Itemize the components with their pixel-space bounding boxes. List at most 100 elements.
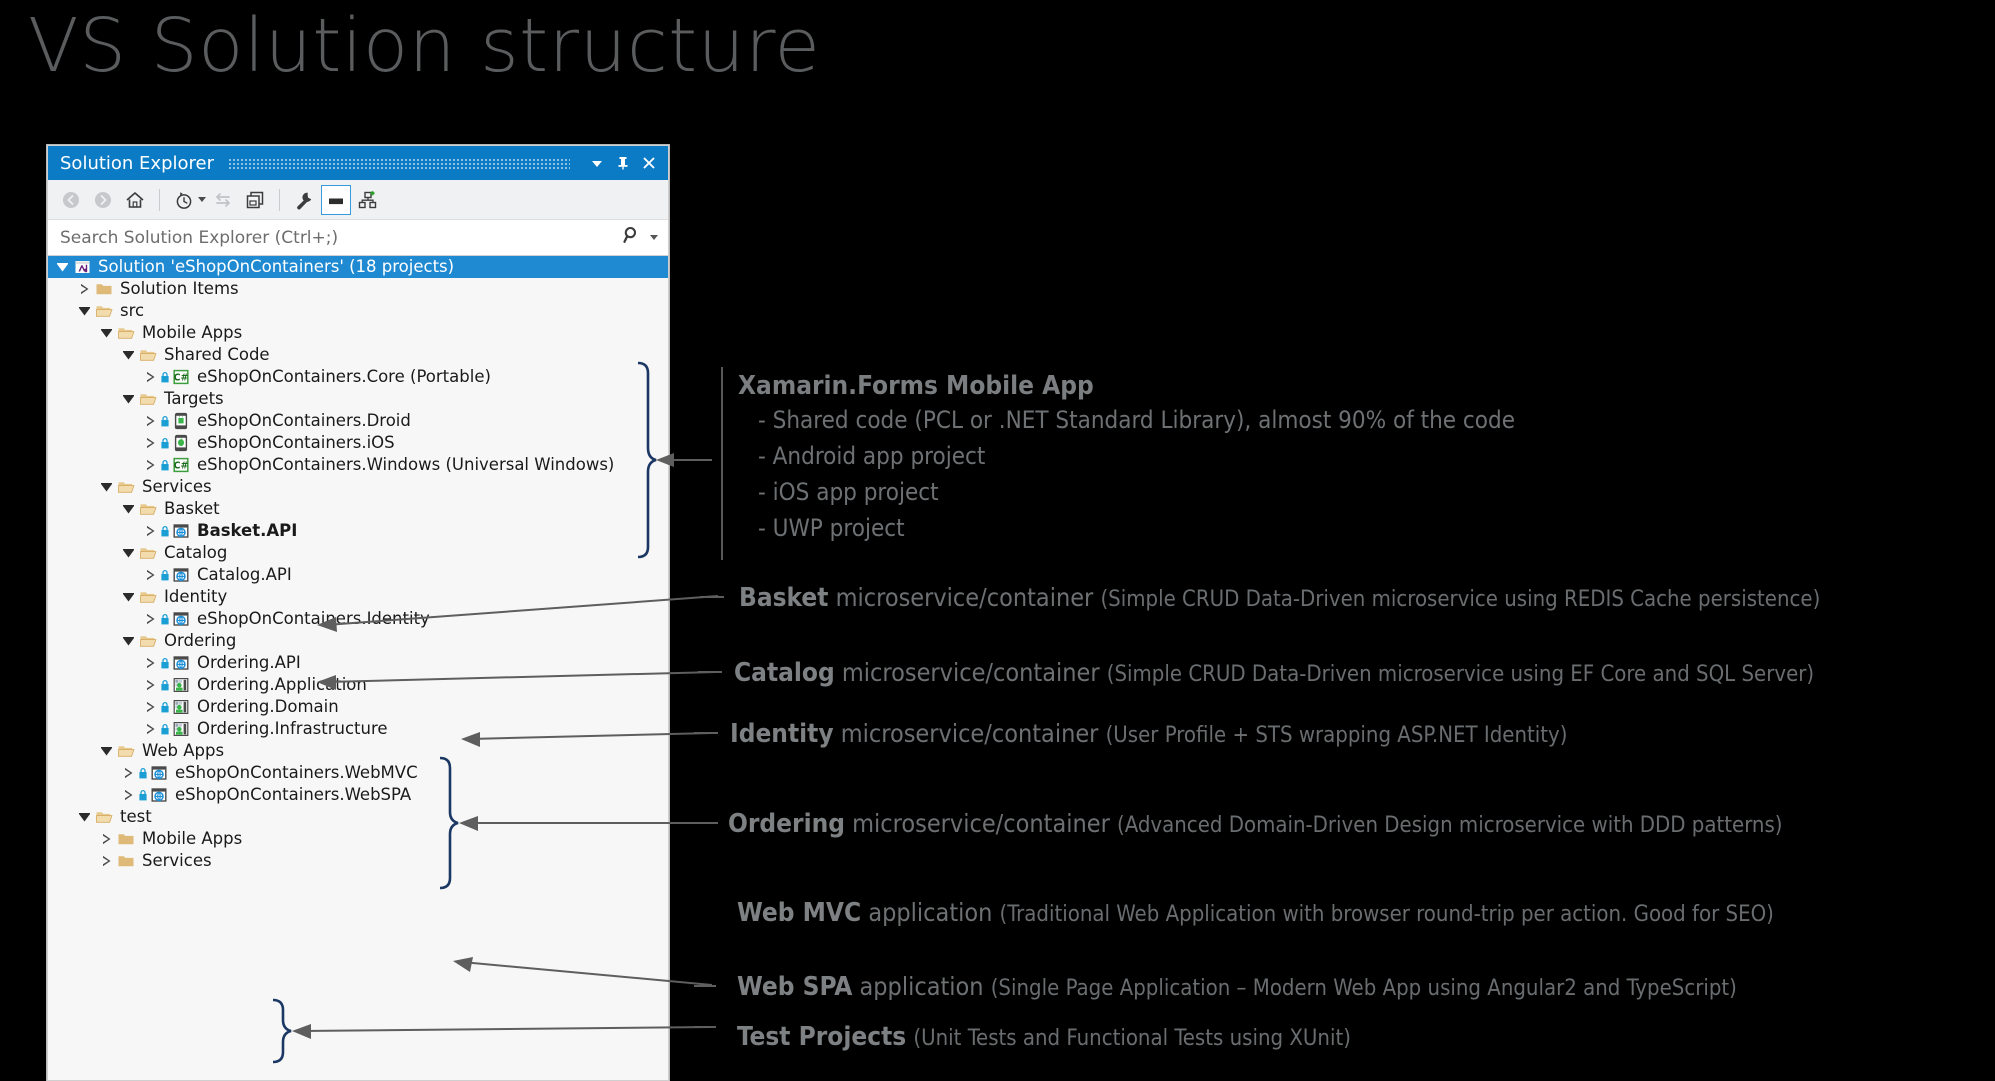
chevron-right-icon[interactable] [142,460,159,471]
tree-item-label: Basket [164,498,220,518]
tree-item[interactable]: Shared Code [48,344,668,366]
chevron-down-icon[interactable] [120,395,137,404]
chevron-down-icon[interactable] [120,593,137,602]
annotation-xamarin-bullet-0: - Shared code (PCL or .NET Standard Libr… [758,405,1516,434]
tree-item[interactable]: eShopOnContainers.iOS [48,432,668,454]
tree-item[interactable]: Ordering [48,630,668,652]
tree-item[interactable]: eShopOnContainers.WebMVC [48,762,668,784]
chevron-down-icon[interactable] [98,483,115,492]
pending-changes-icon[interactable] [169,185,199,215]
tree-item[interactable]: test [48,806,668,828]
tree-item[interactable]: eShopOnContainers.Identity [48,608,668,630]
collapse-icon[interactable] [321,184,351,215]
chevron-right-icon[interactable] [142,658,159,669]
chevron-right-icon[interactable] [142,680,159,691]
wrench-icon[interactable] [289,185,319,215]
tree-item[interactable]: Mobile Apps [48,828,668,850]
annotation-row-catalog: Catalog microservice/container (Simple C… [734,658,1814,688]
chevron-down-icon[interactable] [120,351,137,360]
chevron-right-icon[interactable] [76,284,93,295]
annotation-paren: (Unit Tests and Functional Tests using X… [913,1026,1351,1051]
sync-icon[interactable] [208,185,238,215]
tree-item[interactable]: Solution Items [48,278,668,300]
tree-item-label: Basket.API [197,520,298,540]
chevron-down-icon[interactable] [584,150,610,176]
folder-open-icon [93,808,115,826]
chevron-down-icon[interactable] [76,307,93,316]
tree-item[interactable]: eShopOnContainers.Droid [48,410,668,432]
tree-item-label: eShopOnContainers.Identity [197,608,430,628]
folder-open-icon [115,324,137,342]
chevron-right-icon[interactable] [142,438,159,449]
chevron-right-icon[interactable] [142,372,159,383]
tree-item[interactable]: Services [48,476,668,498]
tree-item[interactable]: Ordering.API [48,652,668,674]
tree-item[interactable]: Solution 'eShopOnContainers' (18 project… [48,256,668,278]
tree-item[interactable]: Targets [48,388,668,410]
annotation-xamarin: Xamarin.Forms Mobile App - Shared code (… [738,371,1516,546]
tree-item[interactable]: Basket [48,498,668,520]
tree-item-label: Ordering.Infrastructure [197,718,388,738]
chevron-down-icon[interactable] [98,329,115,338]
annotation-mid: microservice/container [834,658,1107,687]
close-icon[interactable] [636,150,662,176]
tree-item-label: Services [142,850,212,870]
tree-item-label: eShopOnContainers.Droid [197,410,411,430]
pin-icon[interactable] [610,150,636,176]
properties-window-icon[interactable] [240,185,270,215]
search-icon[interactable] [622,225,642,250]
chevron-right-icon[interactable] [142,526,159,537]
search-dropdown-caret-icon[interactable] [650,235,658,240]
annotation-row-webmvc: Web MVC application (Traditional Web App… [737,898,1774,928]
tree-item[interactable]: C#eShopOnContainers.Windows (Universal W… [48,454,668,476]
lock-icon [159,613,170,626]
back-icon[interactable] [56,185,86,215]
annotation-row-identity: Identity microservice/container (User Pr… [730,719,1567,749]
tree-item[interactable]: Ordering.Infrastructure [48,718,668,740]
tree-item[interactable]: Ordering.Application [48,674,668,696]
tree-item[interactable]: Ordering.Domain [48,696,668,718]
folder-closed-icon [115,852,137,870]
forward-icon[interactable] [88,185,118,215]
tree-item[interactable]: eShopOnContainers.WebSPA [48,784,668,806]
chevron-right-icon[interactable] [120,790,137,801]
tree-item[interactable]: Services [48,850,668,872]
chevron-right-icon[interactable] [142,570,159,581]
tree-item[interactable]: Mobile Apps [48,322,668,344]
chevron-down-icon[interactable] [54,263,71,272]
tree-item[interactable]: C#eShopOnContainers.Core (Portable) [48,366,668,388]
chevron-down-icon[interactable] [98,747,115,756]
tree-item[interactable]: Catalog [48,542,668,564]
solution-tree[interactable]: Solution 'eShopOnContainers' (18 project… [48,256,668,1080]
chevron-down-icon[interactable] [120,549,137,558]
chevron-down-icon[interactable] [120,637,137,646]
chevron-right-icon[interactable] [120,768,137,779]
solution-explorer-title: Solution Explorer [60,152,214,174]
chevron-right-icon[interactable] [142,416,159,427]
tree-item[interactable]: Catalog.API [48,564,668,586]
toolbar-separator [159,188,160,211]
class-library-icon [170,676,192,694]
toolbar-separator-2 [279,188,280,211]
tree-item[interactable]: src [48,300,668,322]
csharp-project-icon: C# [170,456,192,474]
pending-changes-caret-icon[interactable] [198,197,206,202]
chevron-down-icon[interactable] [120,505,137,514]
chevron-right-icon[interactable] [142,702,159,713]
chevron-right-icon[interactable] [142,614,159,625]
chevron-right-icon[interactable] [98,856,115,867]
tree-item[interactable]: Identity [48,586,668,608]
tree-item-label: Ordering [164,630,237,650]
annotation-mid: application [861,898,1000,927]
search-input[interactable]: Search Solution Explorer (Ctrl+;) [48,220,668,256]
folder-open-icon [115,478,137,496]
tree-item[interactable]: Web Apps [48,740,668,762]
chevron-right-icon[interactable] [98,834,115,845]
home-icon[interactable] [120,185,150,215]
folder-open-icon [137,500,159,518]
chevron-down-icon[interactable] [76,813,93,822]
tree-item[interactable]: Basket.API [48,520,668,542]
preview-selected-items-icon[interactable] [353,185,383,215]
chevron-right-icon[interactable] [142,724,159,735]
lock-icon [159,657,170,670]
